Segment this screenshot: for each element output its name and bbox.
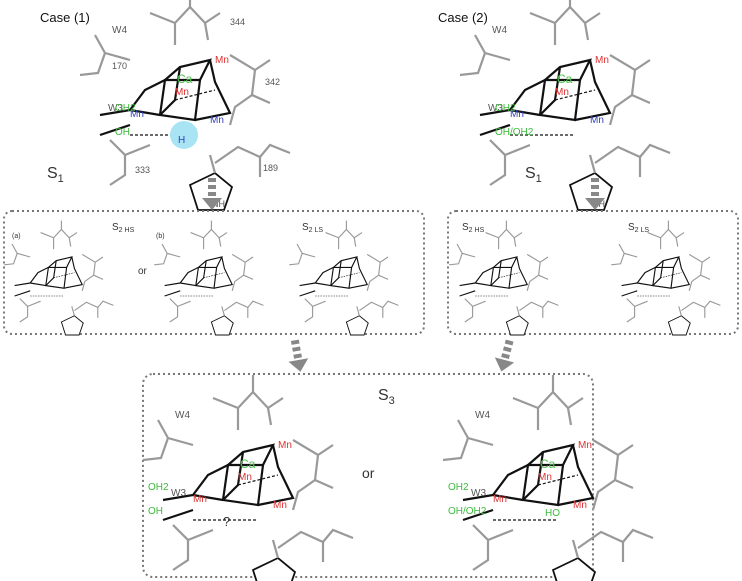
svg-text:OH2: OH2 bbox=[148, 482, 169, 493]
svg-text:Mn: Mn bbox=[590, 115, 604, 126]
proton-highlight bbox=[170, 121, 198, 149]
svg-text:W4: W4 bbox=[175, 410, 190, 421]
svg-text:Mn: Mn bbox=[493, 494, 507, 505]
svg-text:Mn: Mn bbox=[573, 500, 587, 511]
oh2-label: OH2 bbox=[115, 103, 136, 114]
svg-text:Ca: Ca bbox=[557, 72, 573, 86]
svg-text:OH: OH bbox=[148, 506, 163, 517]
case1-s2ls-cluster bbox=[288, 220, 399, 336]
svg-text:OH2: OH2 bbox=[495, 103, 516, 114]
case1-label: Case (1) bbox=[40, 10, 90, 25]
res-189: 189 bbox=[263, 163, 278, 173]
s3-label: S3 bbox=[378, 387, 395, 407]
case2-s1-cluster: W4 W3 Ca Mn Mn Mn Mn OH2 OH/OH2 NH bbox=[458, 0, 672, 212]
svg-text:Mn: Mn bbox=[273, 500, 287, 511]
mn3-label: Mn bbox=[175, 87, 189, 98]
svg-text:Ca: Ca bbox=[240, 457, 256, 471]
case2-s2hs-cluster bbox=[448, 220, 559, 336]
svg-text:Mn: Mn bbox=[278, 440, 292, 451]
mn4-label: Mn bbox=[215, 55, 229, 66]
case1-s1-label: S1 bbox=[47, 165, 64, 185]
s3-box bbox=[142, 373, 594, 578]
svg-text:W3: W3 bbox=[471, 488, 486, 499]
res-333: 333 bbox=[135, 165, 150, 175]
s3-or-label: or bbox=[362, 465, 375, 481]
svg-text:HO: HO bbox=[545, 508, 560, 519]
case1-s2hs-label: S2 HS bbox=[112, 222, 135, 234]
svg-text:Mn: Mn bbox=[578, 440, 592, 451]
arrow-case2-s1-to-s2 bbox=[585, 178, 605, 210]
case2-s2ls-cluster bbox=[610, 220, 721, 336]
svg-text:Mn: Mn bbox=[193, 494, 207, 505]
oh-label: OH bbox=[115, 127, 130, 138]
ca-label: Ca bbox=[177, 72, 193, 86]
svg-text:Mn: Mn bbox=[510, 109, 524, 120]
w3-label: W3 bbox=[108, 103, 123, 114]
case2-s2-box bbox=[447, 210, 739, 335]
case1-s2-b-cluster bbox=[153, 220, 264, 336]
s3-right-cluster: W4 W3 Ca Mn Mn Mn Mn OH2 OH/OH2 HO NH bbox=[441, 373, 655, 581]
res-170: 170 bbox=[112, 61, 127, 71]
case1-s1-cluster: W4 W3 Ca Mn Mn Mn Mn H OH2 OH NH 344 342… bbox=[78, 0, 292, 212]
s2-or-label: or bbox=[138, 266, 148, 277]
svg-text:OH2: OH2 bbox=[448, 482, 469, 493]
res-344: 344 bbox=[230, 17, 245, 27]
svg-text:Ca: Ca bbox=[540, 457, 556, 471]
svg-text:W3: W3 bbox=[488, 103, 503, 114]
arrow-case1-s1-to-s2 bbox=[202, 178, 222, 210]
s3-left-cluster: W4 W3 Ca Mn Mn Mn Mn ? OH2 OH NH bbox=[141, 373, 355, 581]
w4-label: W4 bbox=[112, 25, 127, 36]
case2-s2ls-label: S2 LS bbox=[628, 222, 649, 234]
arrow-case1-s2-to-s3 bbox=[288, 339, 309, 372]
case1-s2ls-label: S2 LS bbox=[302, 222, 323, 234]
svg-text:OH/OH2: OH/OH2 bbox=[448, 506, 487, 517]
case1-s2-box bbox=[3, 210, 425, 335]
mn1-label: Mn bbox=[130, 109, 144, 120]
unknown-bond-marker: ? bbox=[223, 514, 230, 529]
svg-text:Mn: Mn bbox=[555, 87, 569, 98]
svg-text:W4: W4 bbox=[475, 410, 490, 421]
svg-text:Mn: Mn bbox=[538, 472, 552, 483]
panel-b-label: (b) bbox=[156, 233, 165, 240]
case2-label: Case (2) bbox=[438, 10, 488, 25]
res-342: 342 bbox=[265, 77, 280, 87]
case2-s2hs-label: S2 HS bbox=[462, 222, 485, 234]
svg-text:W4: W4 bbox=[492, 25, 507, 36]
case2-s1-label: S1 bbox=[525, 165, 542, 185]
svg-text:Mn: Mn bbox=[595, 55, 609, 66]
nh-label: NH bbox=[212, 199, 225, 209]
h-label: H bbox=[178, 135, 185, 146]
svg-text:W3: W3 bbox=[171, 488, 186, 499]
arrow-case2-s2-to-s3 bbox=[494, 339, 515, 372]
mn2-label: Mn bbox=[210, 115, 224, 126]
case1-s2-a-cluster bbox=[3, 220, 114, 336]
svg-text:Mn: Mn bbox=[238, 472, 252, 483]
svg-text:OH/OH2: OH/OH2 bbox=[495, 127, 534, 138]
panel-a-label: (a) bbox=[12, 233, 21, 240]
